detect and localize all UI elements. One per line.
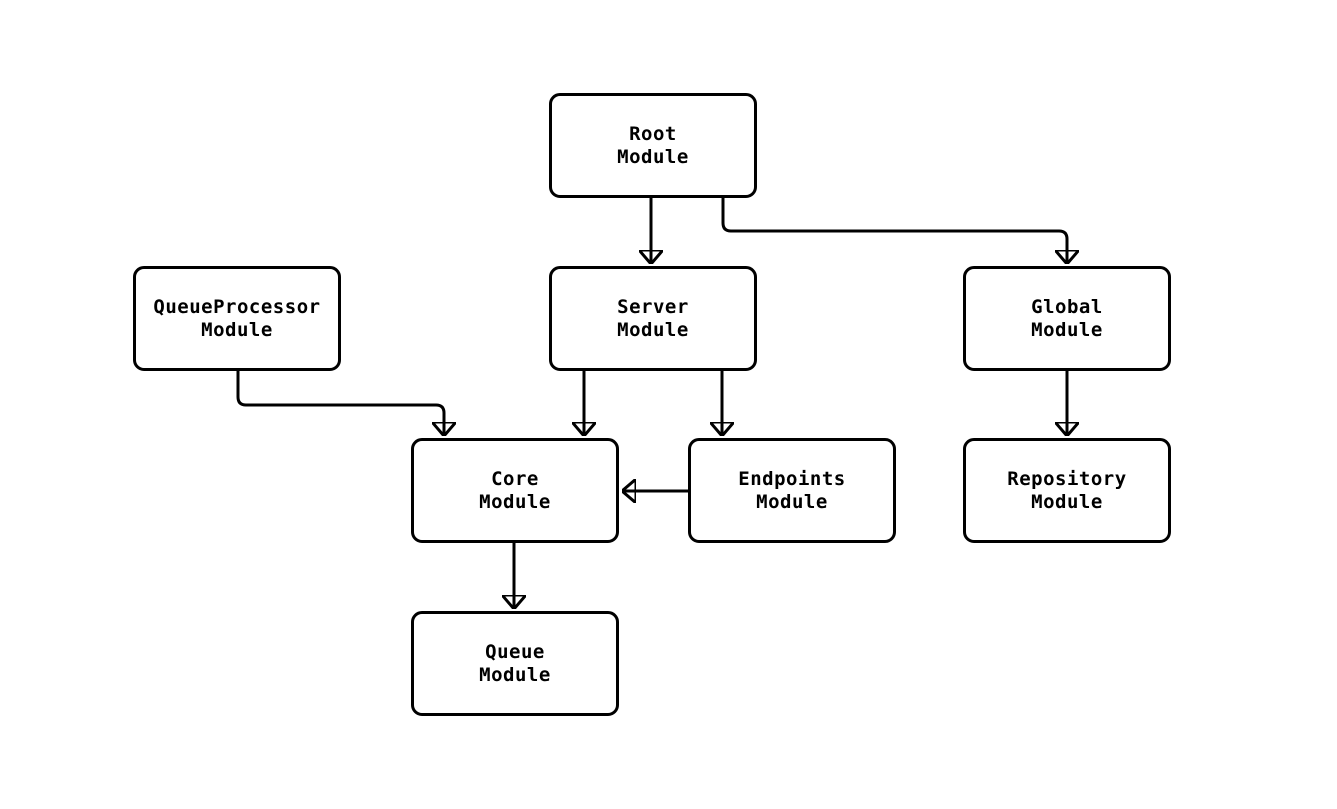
node-global-module: Global Module	[963, 266, 1171, 371]
node-label: Module	[201, 318, 273, 341]
node-queue-module: Queue Module	[411, 611, 619, 716]
node-label: Root	[629, 122, 677, 145]
edge-queueprocessor-to-core	[236, 371, 444, 434]
node-label: QueueProcessor	[153, 295, 321, 318]
node-label: Module	[479, 663, 551, 686]
node-label: Module	[756, 490, 828, 513]
node-root-module: Root Module	[549, 93, 757, 198]
node-label: Server	[617, 295, 689, 318]
node-label: Module	[1031, 490, 1103, 513]
node-label: Core	[491, 467, 539, 490]
node-endpoints-module: Endpoints Module	[688, 438, 896, 543]
node-label: Module	[479, 490, 551, 513]
node-label: Queue	[485, 640, 545, 663]
node-label: Repository	[1007, 467, 1127, 490]
node-label: Endpoints	[738, 467, 846, 490]
node-core-module: Core Module	[411, 438, 619, 543]
node-label: Global	[1031, 295, 1103, 318]
node-label: Module	[1031, 318, 1103, 341]
node-queueprocessor-module: QueueProcessor Module	[133, 266, 341, 371]
node-server-module: Server Module	[549, 266, 757, 371]
node-repository-module: Repository Module	[963, 438, 1171, 543]
node-label: Module	[617, 318, 689, 341]
edge-root-to-global	[721, 198, 1067, 262]
node-label: Module	[617, 145, 689, 168]
